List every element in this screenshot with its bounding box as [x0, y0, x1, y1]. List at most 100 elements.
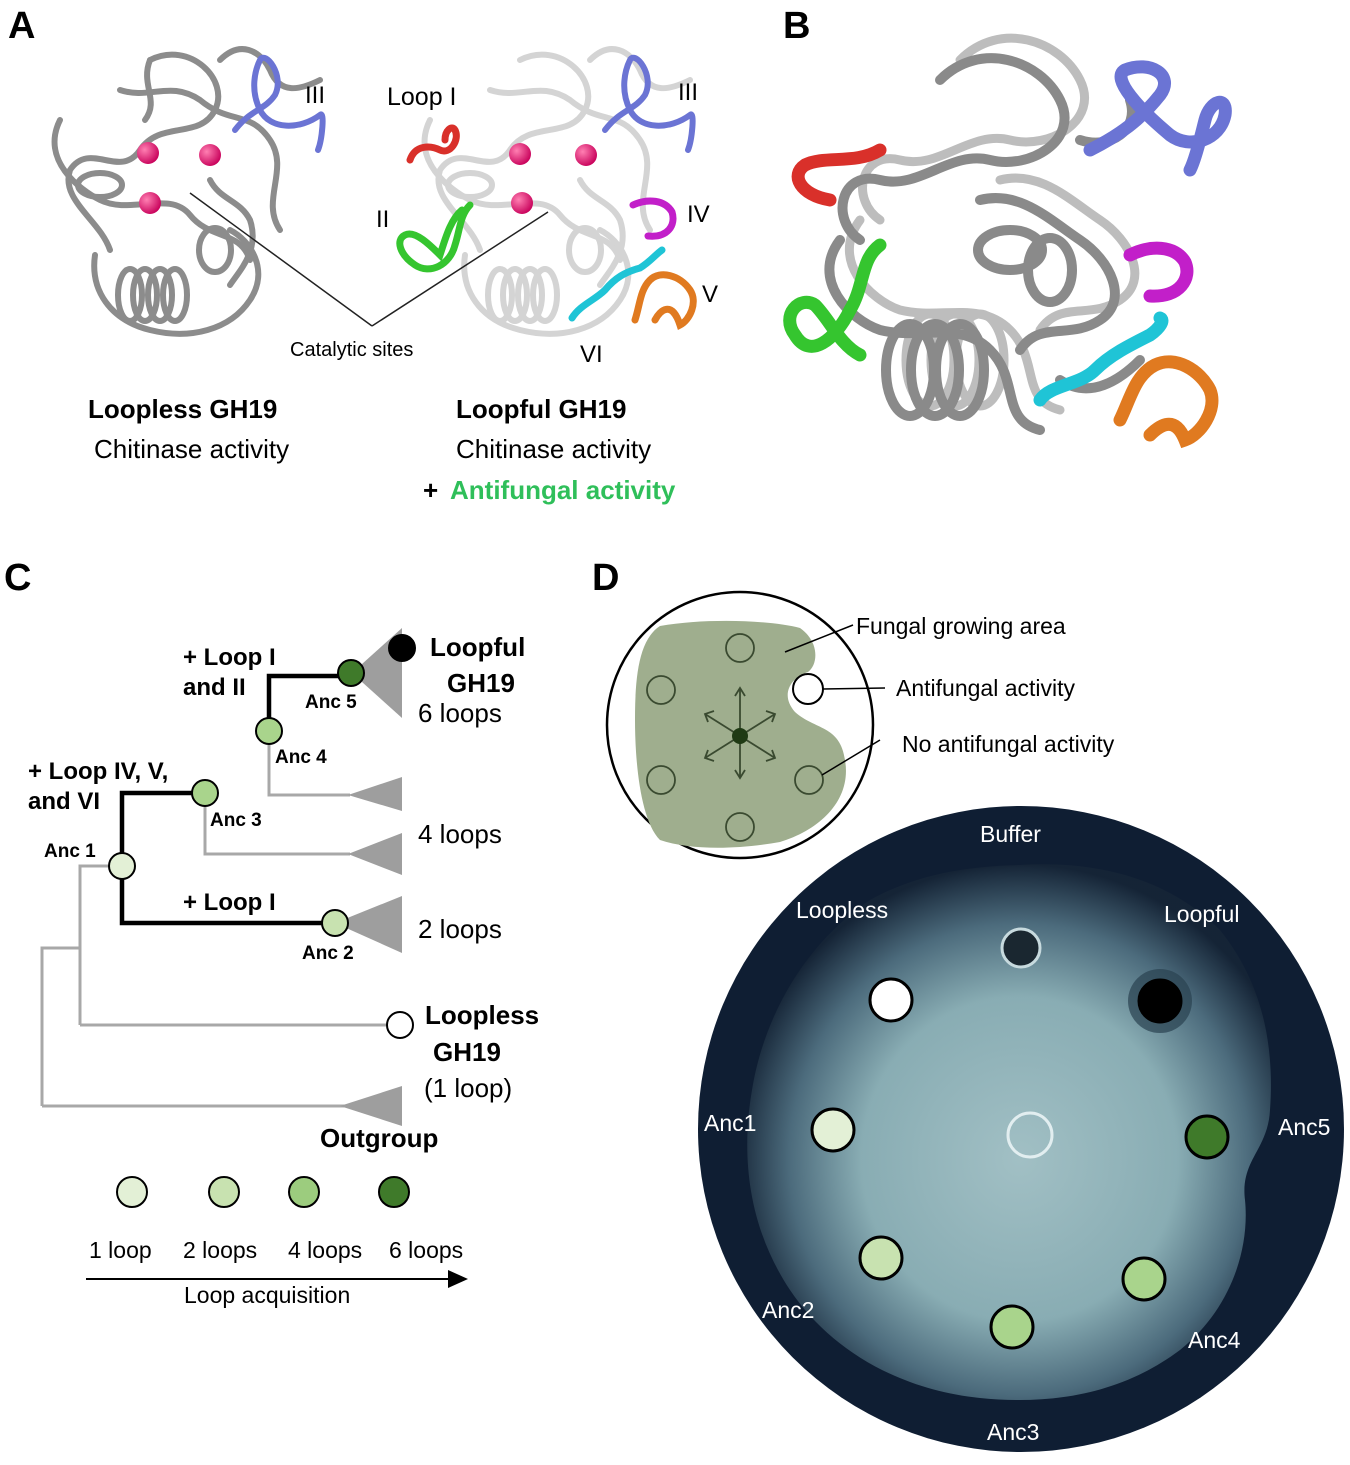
- loopful-clade-line2: GH19: [447, 668, 515, 698]
- loopful-loop2: [396, 201, 474, 273]
- outgroup-label: Outgroup: [320, 1123, 438, 1153]
- anc3-label: Anc 3: [210, 810, 262, 831]
- node-anc4: [255, 717, 283, 745]
- assay-schematic: [605, 590, 886, 860]
- panel-c-letter: C: [4, 557, 31, 599]
- node-anc2: [321, 909, 349, 937]
- well-loopful: [1137, 978, 1183, 1024]
- b-loop6: [1033, 311, 1169, 407]
- annotation-loop456-line1: + Loop IV, V,: [28, 758, 168, 785]
- annotation-loop12-line1: + Loop I: [183, 644, 276, 671]
- plate-label-loopful: Loopful: [1164, 901, 1239, 927]
- loopless-activity: Chitinase activity: [94, 434, 289, 464]
- anc5-label: Anc 5: [305, 692, 357, 713]
- node-anc1: [108, 852, 136, 880]
- anc4-label: Anc 4: [275, 747, 327, 768]
- annotation-loop1: + Loop I: [183, 889, 276, 916]
- annotation-loop12-line2: and II: [183, 674, 246, 701]
- legend-swatch-6: [378, 1176, 410, 1208]
- loopful-structure: [421, 46, 693, 337]
- node-loopless: [386, 1011, 414, 1039]
- loop2-label: II: [376, 206, 389, 233]
- tree-nodes: [108, 634, 416, 1039]
- loopless-catalytic-balls: [137, 142, 221, 214]
- b-loop3: [1083, 60, 1232, 177]
- loop4-label: IV: [687, 201, 710, 228]
- well-anc3: [989, 1304, 1035, 1350]
- no-antifungal-label: No antifungal activity: [902, 731, 1115, 757]
- plate-label-buffer: Buffer: [980, 821, 1041, 847]
- antifungal-label: Antifungal activity: [896, 675, 1075, 701]
- panel-d-letter: D: [592, 557, 619, 599]
- well-anc4: [1121, 1256, 1167, 1302]
- loopless-loop3-label: III: [305, 82, 325, 109]
- plate-label-anc2: Anc2: [762, 1297, 814, 1323]
- annotation-loop456-line2: and VI: [28, 788, 100, 815]
- loopful-loop1: [406, 124, 460, 164]
- branch-annotations: + Loop IV, V, and VI + Loop I and II + L…: [28, 644, 276, 916]
- legend-label-6: 6 loops: [389, 1237, 463, 1263]
- plate-label-anc5: Anc5: [1278, 1114, 1330, 1140]
- anc2-label: Anc 2: [302, 943, 354, 964]
- panel-b-letter: B: [783, 5, 810, 47]
- loopless-loop3: [232, 54, 326, 153]
- loopful-title: Loopful GH19: [456, 394, 626, 424]
- well-anc1: [810, 1107, 856, 1153]
- plate-label-anc3: Anc3: [987, 1419, 1039, 1445]
- loopful-loop3-label: III: [678, 79, 698, 106]
- loopful-catalytic-balls: [509, 143, 597, 214]
- loopful-loop3: [602, 54, 696, 153]
- node-loopful: [388, 634, 416, 662]
- loopless-structure: [51, 46, 323, 337]
- well-anc2: [858, 1235, 904, 1281]
- legend-swatch-4: [288, 1176, 320, 1208]
- legend-swatch-1: [116, 1176, 148, 1208]
- node-anc5: [337, 659, 365, 687]
- well-loopless: [868, 977, 914, 1023]
- node-anc3: [191, 779, 219, 807]
- b-loop2: [783, 238, 887, 362]
- loop6-label: VI: [580, 341, 603, 368]
- antifungal-activity-label: Antifungal activity: [450, 475, 676, 505]
- catalytic-sites-label: Catalytic sites: [290, 339, 413, 361]
- loopless-clade-line2: GH19: [433, 1037, 501, 1067]
- superposed-structure: [783, 33, 1232, 449]
- four-loops-label: 4 loops: [418, 819, 502, 849]
- legend-label-2: 2 loops: [183, 1237, 257, 1263]
- legend-swatch-2: [208, 1176, 240, 1208]
- loopful-loop6: [568, 246, 666, 322]
- plate-label-anc1: Anc1: [704, 1110, 756, 1136]
- plus-sign: +: [423, 475, 438, 505]
- loopless-clade-line1: Loopless: [425, 1000, 539, 1030]
- loop5-label: V: [702, 281, 718, 308]
- loopful-activity: Chitinase activity: [456, 434, 651, 464]
- clade-labels: Loopful GH19 6 loops 4 loops 2 loops Loo…: [320, 632, 539, 1153]
- well-anc5: [1184, 1114, 1230, 1160]
- b-loop1: [791, 143, 887, 207]
- loopless-title: Loopless GH19: [88, 394, 277, 424]
- panel-a-letter: A: [8, 5, 35, 47]
- catalytic-pointer-lines: [189, 192, 549, 327]
- loopless-clade-line3: (1 loop): [424, 1073, 512, 1103]
- b-loop5: [1113, 355, 1219, 449]
- legend-arrow-label: Loop acquisition: [184, 1282, 350, 1308]
- loopful-clade-line1: Loopful: [430, 632, 525, 662]
- loop1-label: Loop I: [387, 83, 457, 111]
- loopful-loop5: [631, 271, 697, 330]
- node-labels: Anc 1 Anc 2 Anc 3 Anc 4 Anc 5: [44, 692, 357, 964]
- phylogenetic-tree: [40, 628, 402, 1126]
- loop-legend: 1 loop 2 loops 4 loops 6 loops Loop acqu…: [86, 1176, 468, 1308]
- plate-label-anc4: Anc4: [1188, 1327, 1241, 1353]
- b-loop4: [1123, 241, 1194, 303]
- legend-label-1: 1 loop: [89, 1237, 152, 1263]
- loopful-clade-line3: 6 loops: [418, 698, 502, 728]
- plate-photo: Buffer Loopless Loopful Anc1 Anc5 Anc2 A…: [698, 806, 1344, 1452]
- two-loops-label: 2 loops: [418, 914, 502, 944]
- legend-label-4: 4 loops: [288, 1237, 362, 1263]
- anc1-label: Anc 1: [44, 841, 96, 862]
- fungal-growing-label: Fungal growing area: [856, 613, 1066, 639]
- schematic-labels: Fungal growing area Antifungal activity …: [856, 613, 1115, 757]
- legend-arrowhead: [448, 1270, 468, 1288]
- loopful-loop4: [629, 197, 677, 240]
